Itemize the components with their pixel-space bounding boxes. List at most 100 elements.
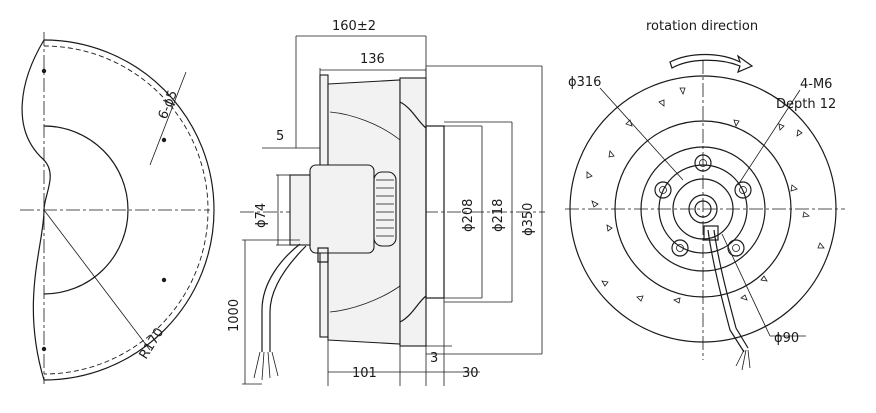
front-cable [713,229,749,349]
dim-inlet-208-label: ϕ208 [461,199,476,232]
blade-tip [608,150,615,158]
inlet-circle [614,120,792,298]
blade-tip [625,119,633,127]
cable-wire [253,351,261,379]
blade-tip [586,171,593,179]
cable-inner [269,245,307,352]
blade-tip [673,297,681,304]
inlet-bell-upper [399,101,427,129]
cable-wire [271,351,279,377]
impeller-blade-upper [329,111,401,141]
radius-label: R170 [137,325,168,362]
shaft-outer [688,194,718,224]
blade-tip [601,280,609,287]
d90-leader [721,233,771,337]
dim-outer-350-label: ϕ350 [521,203,536,236]
motor-body [309,164,375,254]
rotation-direction-title: rotation direction [646,19,758,34]
blade-tip [796,129,803,137]
dim-depth-label: 101 [352,366,377,381]
mounting-hole [41,346,47,352]
hub-circle [640,146,766,272]
dim-overall-length-label: 160±2 [332,19,376,34]
blade-tip [790,184,798,192]
dim-body-length-label: 136 [360,52,385,67]
dim-bottom: 101 3 30 [327,298,480,386]
d316-leader [599,87,684,181]
inlet-bell-lower [399,295,427,323]
dim-motor-diameter-label: ϕ74 [254,203,269,228]
front-cable-wire [747,349,751,369]
screws-label: 4-M6 [800,77,832,92]
dim-flange: 5 [262,129,320,149]
screw-hole [676,244,684,252]
rotation-arrow-icon [669,53,754,74]
front-cable-wire [735,349,745,367]
blade-tip [636,295,644,302]
screws-leader [737,89,801,186]
d316-label: ϕ316 [568,75,601,90]
impeller-blade-lower [329,285,401,313]
front-cable-wire [741,349,747,371]
screw-boss [734,181,752,199]
dim-gap-label: 3 [430,351,438,366]
blade-tip [606,224,613,232]
impeller-outer-circle [569,75,837,343]
motor-fins [376,179,394,237]
dim-flange-label: 5 [276,129,284,144]
dim-cable-length: 1000 [227,239,300,385]
dim-body-length: 136 [319,52,427,78]
dim-plate-label: 30 [462,366,479,381]
d90-label: ϕ90 [774,331,799,346]
screw-hole [739,186,747,194]
mounting-hole [161,137,167,143]
radius-leader [43,209,151,351]
side-view: 160±2 136 5 ϕ74 1000 [227,19,545,386]
screw-hole [659,186,667,194]
blade-tip [817,242,825,249]
dim-overall-length: 160±2 [295,19,427,148]
inlet-cylinder [425,125,445,299]
front-view: rotation direction [565,19,845,371]
left-view-hub-arc [43,125,129,295]
blade-tip [802,211,810,218]
dim-inlet-218: ϕ218 [444,121,513,303]
blade-tip [760,275,768,282]
cable-outer [261,243,301,352]
cable-wire [261,351,265,381]
shaft-inner [694,200,712,218]
screw-boss [694,154,712,172]
motor-flange-circle [658,164,748,254]
dim-outer-350: ϕ350 [426,65,543,355]
screw-depth-label: Depth 12 [776,97,836,112]
front-cable-gland [703,225,719,241]
blade-tip [658,99,665,107]
dim-inlet-208: ϕ208 [444,125,483,299]
blade-tip [778,123,785,131]
left-view-outer-arc [43,39,215,381]
motor-hub [289,174,311,246]
dim-cable-length-label: 1000 [227,299,242,332]
blade-tip [679,87,686,96]
dim-inlet-218-label: ϕ218 [491,199,506,232]
left-view: 6-ϕ5 R170 [20,32,215,384]
screw-boss [654,181,672,199]
blade-tip [591,200,599,208]
cable-wire [267,351,271,379]
motor-rotor [373,171,397,247]
motor-circle [672,178,734,240]
left-view-blade-curve [21,39,51,381]
screw-boss [671,239,689,257]
inlet-ring [399,77,427,347]
screw-hole [732,244,740,252]
screw-boss [727,239,745,257]
blade-tip [733,119,740,127]
dim-motor-diameter: ϕ74 [254,174,290,246]
left-view-hole-circle [43,45,209,375]
screw-hole [699,159,707,167]
mounting-hole [41,68,47,74]
front-cable [707,229,745,353]
blade-tip [740,294,748,301]
blade-tips [586,87,825,304]
